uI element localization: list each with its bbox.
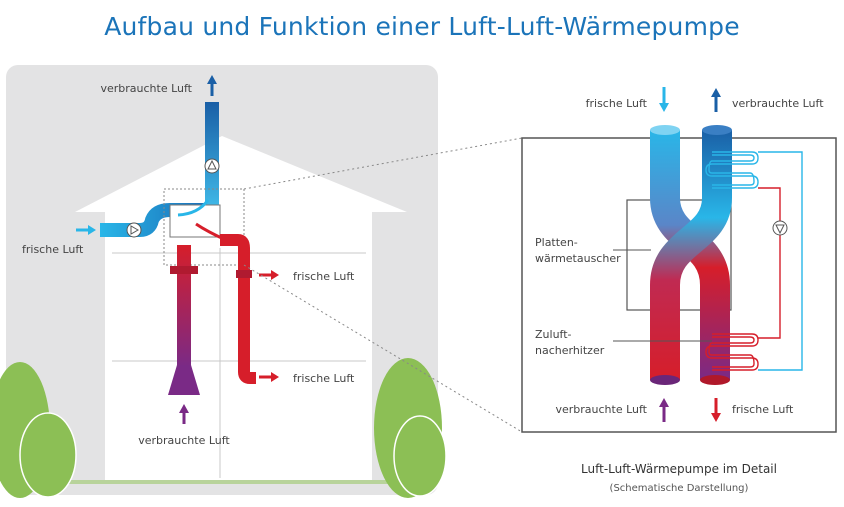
label-detail-fresh-top: frische Luft xyxy=(586,97,648,110)
label-fresh-out-2: frische Luft xyxy=(293,372,355,385)
tube-opening-left-bottom xyxy=(650,375,680,385)
label-detail-used-bottom: verbrauchte Luft xyxy=(555,403,647,416)
supply-flange xyxy=(236,270,252,278)
arrow-head-up-violet-icon xyxy=(659,398,669,407)
fan-triangle-icon xyxy=(207,159,217,170)
arrow-head-down-icon xyxy=(659,103,669,112)
condenser-coil xyxy=(705,333,759,371)
supply-duct-upper xyxy=(220,234,250,270)
connector-top xyxy=(243,137,523,190)
exhaust-duct xyxy=(205,102,219,206)
exchanger-flow-cold xyxy=(177,199,210,217)
label-detail-fresh-bottom: frische Luft xyxy=(732,403,794,416)
label-heater-2: nacherhitzer xyxy=(535,344,605,357)
arrow-head-right-icon xyxy=(88,225,96,235)
tube-opening-left-top xyxy=(650,125,680,135)
compressor-triangle-icon xyxy=(775,224,785,235)
tree-left-front xyxy=(19,412,77,498)
inlet-duct xyxy=(100,203,206,237)
ground-line xyxy=(6,480,438,484)
label-fresh-in: frische Luft xyxy=(22,243,84,256)
detail-subcaption: (Schematische Darstellung) xyxy=(610,483,749,494)
used-air-intake xyxy=(168,365,200,395)
fan-triangle-inlet-icon xyxy=(130,225,140,235)
label-plate-2: wärmetauscher xyxy=(535,252,621,265)
refrigerant-line-hot xyxy=(758,187,781,339)
tube-opening-right-bottom xyxy=(700,375,730,385)
connector-bottom xyxy=(243,264,523,433)
label-detail-used-top: verbrauchte Luft xyxy=(732,97,824,110)
evaporator-coil xyxy=(705,151,759,189)
label-plate-1: Platten- xyxy=(535,236,578,249)
label-fresh-out-1: frische Luft xyxy=(293,270,355,283)
tube-opening-right-top xyxy=(702,125,732,135)
refrigerant-line-cold xyxy=(758,151,803,371)
used-air-duct xyxy=(177,245,191,367)
supply-duct-lower xyxy=(238,278,256,384)
arrow-head-up-icon xyxy=(207,75,217,84)
tree-right-front xyxy=(393,415,447,497)
tube-used-to-fresh xyxy=(650,130,732,380)
label-heater-1: Zuluft- xyxy=(535,328,572,341)
detail-caption: Luft-Luft-Wärmepumpe im Detail xyxy=(581,462,777,476)
arrow-head-down-red-icon xyxy=(711,413,721,422)
label-exhaust-top: verbrauchte Luft xyxy=(100,82,192,95)
duct-flange xyxy=(170,266,198,274)
label-used-in: verbrauchte Luft xyxy=(138,434,230,447)
detail-focus-box xyxy=(163,188,245,266)
arrow-head-up-detail-icon xyxy=(711,88,721,97)
arrow-head-up-used-icon xyxy=(179,404,189,413)
page-title: Aufbau und Funktion einer Luft-Luft-Wärm… xyxy=(104,12,740,41)
arrow-head-right-red-icon xyxy=(271,270,279,280)
arrow-head-right-red-icon-2 xyxy=(271,372,279,382)
